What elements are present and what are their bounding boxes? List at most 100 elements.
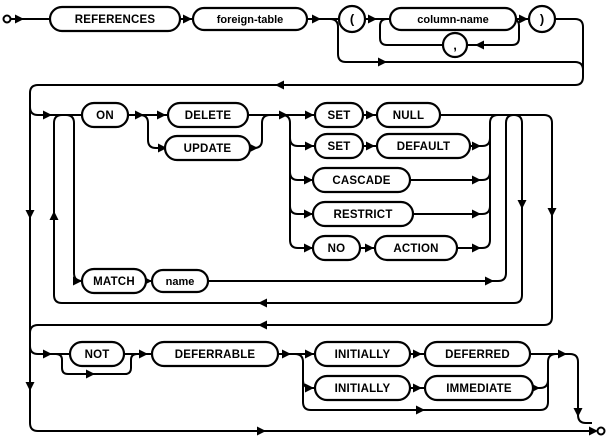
node-label-open-paren: ( (350, 12, 355, 27)
arrowhead (378, 57, 387, 67)
node-update: UPDATE (163, 134, 252, 162)
node-label-deferrable: DEFERRABLE (175, 349, 256, 361)
node-label-deferred: DEFERRED (445, 349, 510, 361)
node-not: NOT (68, 340, 126, 368)
node-label-action: ACTION (393, 243, 438, 255)
arrowhead (416, 405, 425, 415)
connector-action-branch (281, 114, 313, 249)
connector-deferred-out (530, 353, 592, 424)
arrowhead (304, 209, 313, 219)
arrowhead (275, 80, 284, 90)
node-column-name: column-name (388, 6, 518, 32)
arrowhead (43, 349, 52, 359)
node-deferred: DEFERRED (423, 340, 532, 368)
node-default: DEFAULT (375, 132, 472, 160)
keyword-box (423, 340, 532, 368)
arrowhead (258, 320, 267, 330)
keyword-box (375, 101, 442, 129)
arrowhead (413, 383, 422, 393)
connector-row1-exit-sweep-spine (29, 18, 592, 432)
connector-name-merge (208, 114, 515, 282)
arrowhead (365, 243, 374, 253)
arrowhead (472, 209, 481, 219)
keyword-box (313, 340, 412, 368)
keyword-box (375, 132, 472, 160)
node-action: ACTION (373, 234, 459, 262)
arrowhead (305, 141, 314, 151)
arrowhead (157, 110, 166, 120)
node-label-delete: DELETE (185, 110, 232, 122)
arrowhead (279, 110, 288, 120)
node-label-close-paren: ) (540, 12, 544, 27)
node-initially-2: INITIALLY (313, 374, 412, 402)
keyword-box (80, 267, 148, 295)
arrowhead (258, 298, 267, 308)
node-label-set-1: SET (328, 110, 351, 122)
node-label-restrict: RESTRICT (333, 209, 392, 221)
arrowhead (589, 426, 598, 436)
keyword-box (150, 340, 280, 368)
node-label-match: MATCH (93, 276, 135, 288)
node-open-paren: ( (337, 4, 367, 34)
node-references: REFERENCES (48, 5, 182, 33)
keyword-box (163, 134, 252, 162)
node-label-cascade: CASCADE (332, 175, 390, 187)
node-label-column-name: column-name (417, 14, 489, 26)
punct-circle (441, 31, 469, 59)
arrowhead (573, 408, 583, 417)
connector-row2-corner (289, 137, 315, 147)
node-foreign-table: foreign-table (191, 6, 309, 32)
node-label-immediate: IMMEDIATE (446, 383, 512, 395)
arrowhead (305, 349, 314, 359)
arrowhead (485, 276, 494, 286)
connector-update-branch (139, 114, 165, 149)
arrowhead (305, 110, 314, 120)
keyword-box (311, 166, 412, 194)
end-terminal-icon (596, 426, 606, 436)
arrowhead (312, 14, 321, 24)
connector-paren-bypass (329, 18, 584, 71)
node-label-initially-2: INITIALLY (335, 383, 391, 395)
arrowhead (558, 349, 567, 359)
node-null: NULL (375, 101, 442, 129)
arrowhead (158, 143, 167, 153)
arrowhead (25, 382, 35, 391)
node-label-set-2: SET (328, 141, 351, 153)
arrowhead (183, 14, 192, 24)
node-no: NO (311, 234, 362, 262)
punct-circle (337, 4, 367, 34)
arrowhead (472, 175, 481, 185)
arrowhead (519, 14, 528, 24)
arrowhead (139, 349, 148, 359)
arrowhead (475, 40, 484, 50)
arrowhead (305, 383, 314, 393)
arrowhead (304, 243, 313, 253)
connector-action-merge-vertical (489, 114, 499, 240)
node-label-initially-1: INITIALLY (335, 349, 391, 361)
arrowhead (249, 143, 258, 153)
keyword-box (373, 234, 459, 262)
nonterminal-box (191, 6, 309, 32)
arrowhead (472, 141, 481, 151)
keyword-box (68, 340, 126, 368)
start-terminal-icon (2, 14, 12, 24)
punct-circle (527, 4, 557, 34)
arrowhead (472, 243, 481, 253)
connector-loop-exit (29, 114, 553, 334)
connector-loop-repeat (53, 114, 523, 304)
arrowhead (257, 426, 266, 436)
arrowhead (73, 276, 82, 286)
connector-action-out (457, 239, 491, 249)
connector-loop-entry (29, 106, 82, 116)
node-initially-1: INITIALLY (313, 340, 412, 368)
keyword-box (48, 5, 182, 33)
connector-update-merge (250, 114, 271, 149)
nonterminal-box (150, 268, 210, 294)
node-immediate: IMMEDIATE (423, 374, 535, 402)
node-label-null: NULL (393, 110, 424, 122)
node-label-comma: , (453, 38, 457, 53)
keyword-box (313, 374, 412, 402)
node-label-update: UPDATE (184, 143, 232, 155)
